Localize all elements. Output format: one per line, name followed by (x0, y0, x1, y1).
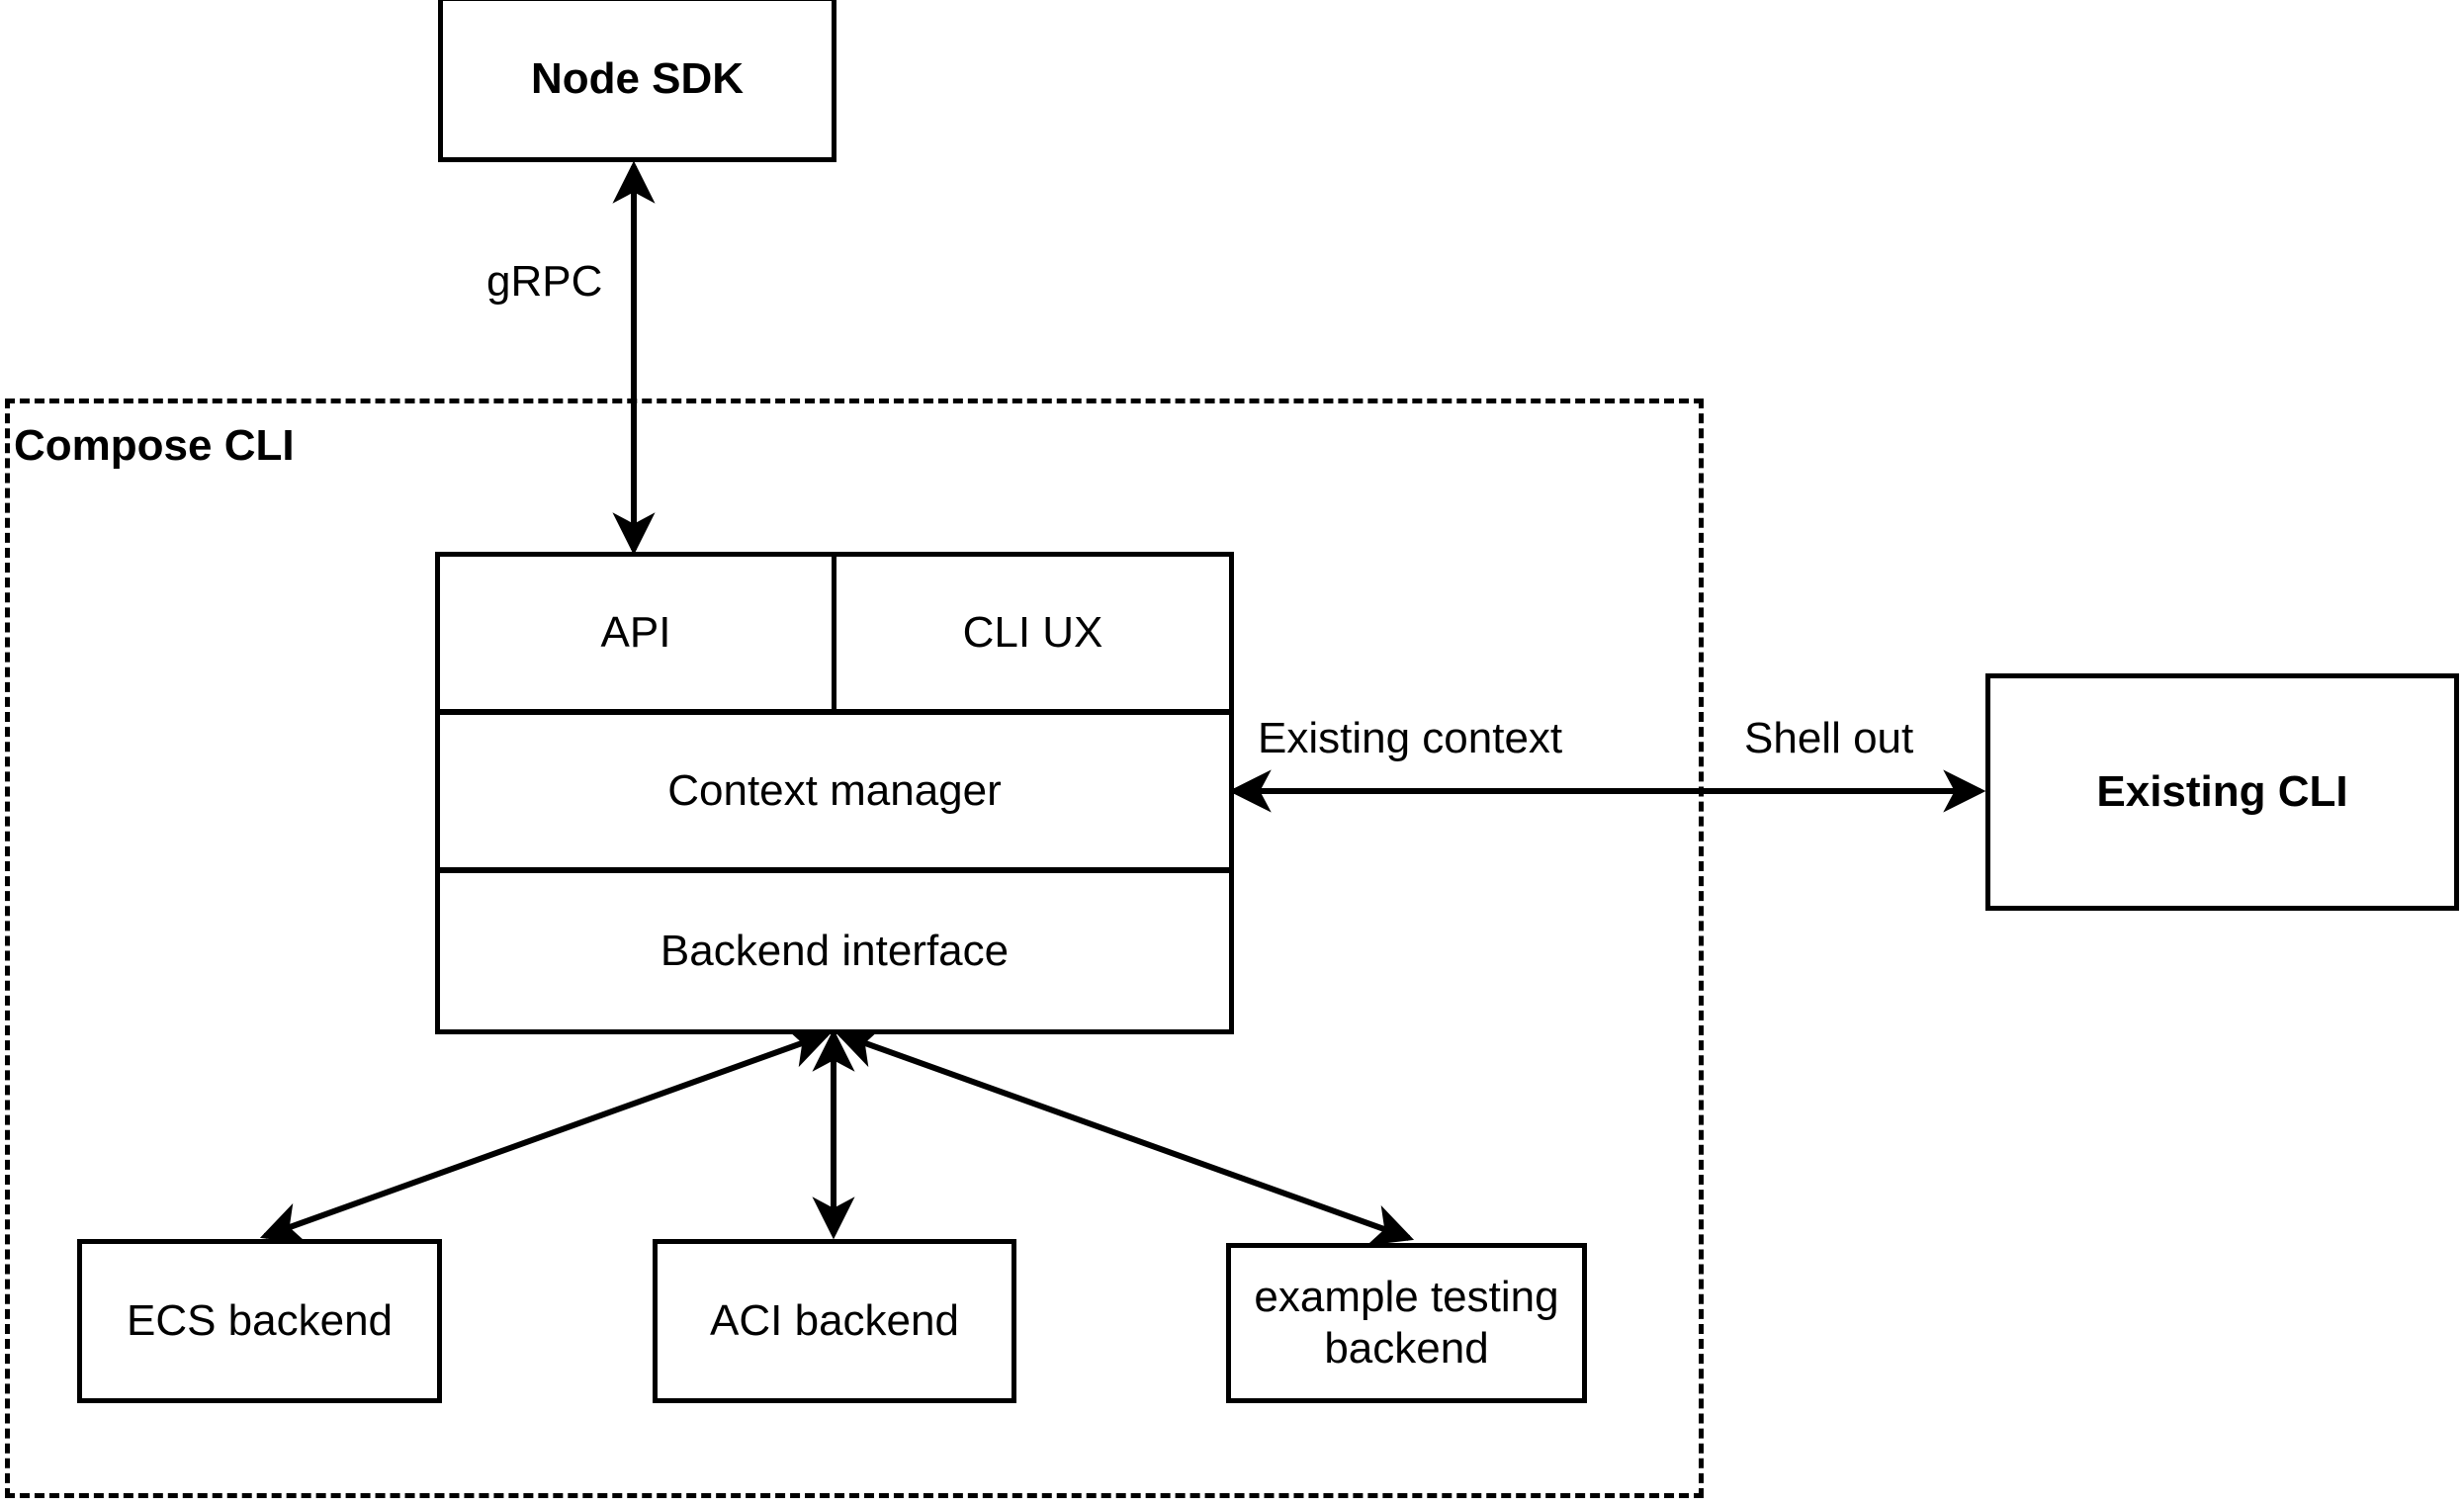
edge-backend-to-example (835, 1026, 1415, 1246)
node-cli-ux-label: CLI UX (962, 608, 1103, 658)
node-node-sdk[interactable]: Node SDK (438, 0, 836, 162)
node-aci-backend[interactable]: ACI backend (653, 1239, 1016, 1403)
node-example-testing-backend[interactable]: example testing backend (1226, 1243, 1587, 1403)
node-aci-backend-label: ACI backend (710, 1296, 959, 1346)
node-backend-interface[interactable]: Backend interface (435, 868, 1234, 1034)
node-example-testing-backend-label: example testing backend (1254, 1273, 1559, 1373)
node-cli-ux[interactable]: CLI UX (832, 552, 1234, 714)
node-existing-cli[interactable]: Existing CLI (1985, 673, 2459, 911)
node-api-label: API (600, 608, 671, 658)
node-api[interactable]: API (435, 552, 836, 714)
node-node-sdk-label: Node SDK (530, 54, 745, 104)
edge-label-grpc: gRPC (486, 257, 603, 306)
node-context-manager[interactable]: Context manager (435, 710, 1234, 872)
edge-backend-to-ecs (259, 1026, 833, 1244)
edge-label-shell-out: Shell out (1744, 714, 1914, 762)
node-backend-interface-label: Backend interface (660, 927, 1010, 976)
edge-label-existing-context: Existing context (1258, 714, 1563, 762)
node-existing-cli-label: Existing CLI (2096, 767, 2348, 817)
group-compose-cli-label: Compose CLI (14, 421, 295, 470)
node-context-manager-label: Context manager (667, 766, 1002, 816)
node-ecs-backend-label: ECS backend (126, 1296, 394, 1346)
node-ecs-backend[interactable]: ECS backend (77, 1239, 442, 1403)
group-compose-cli (5, 399, 1704, 1498)
